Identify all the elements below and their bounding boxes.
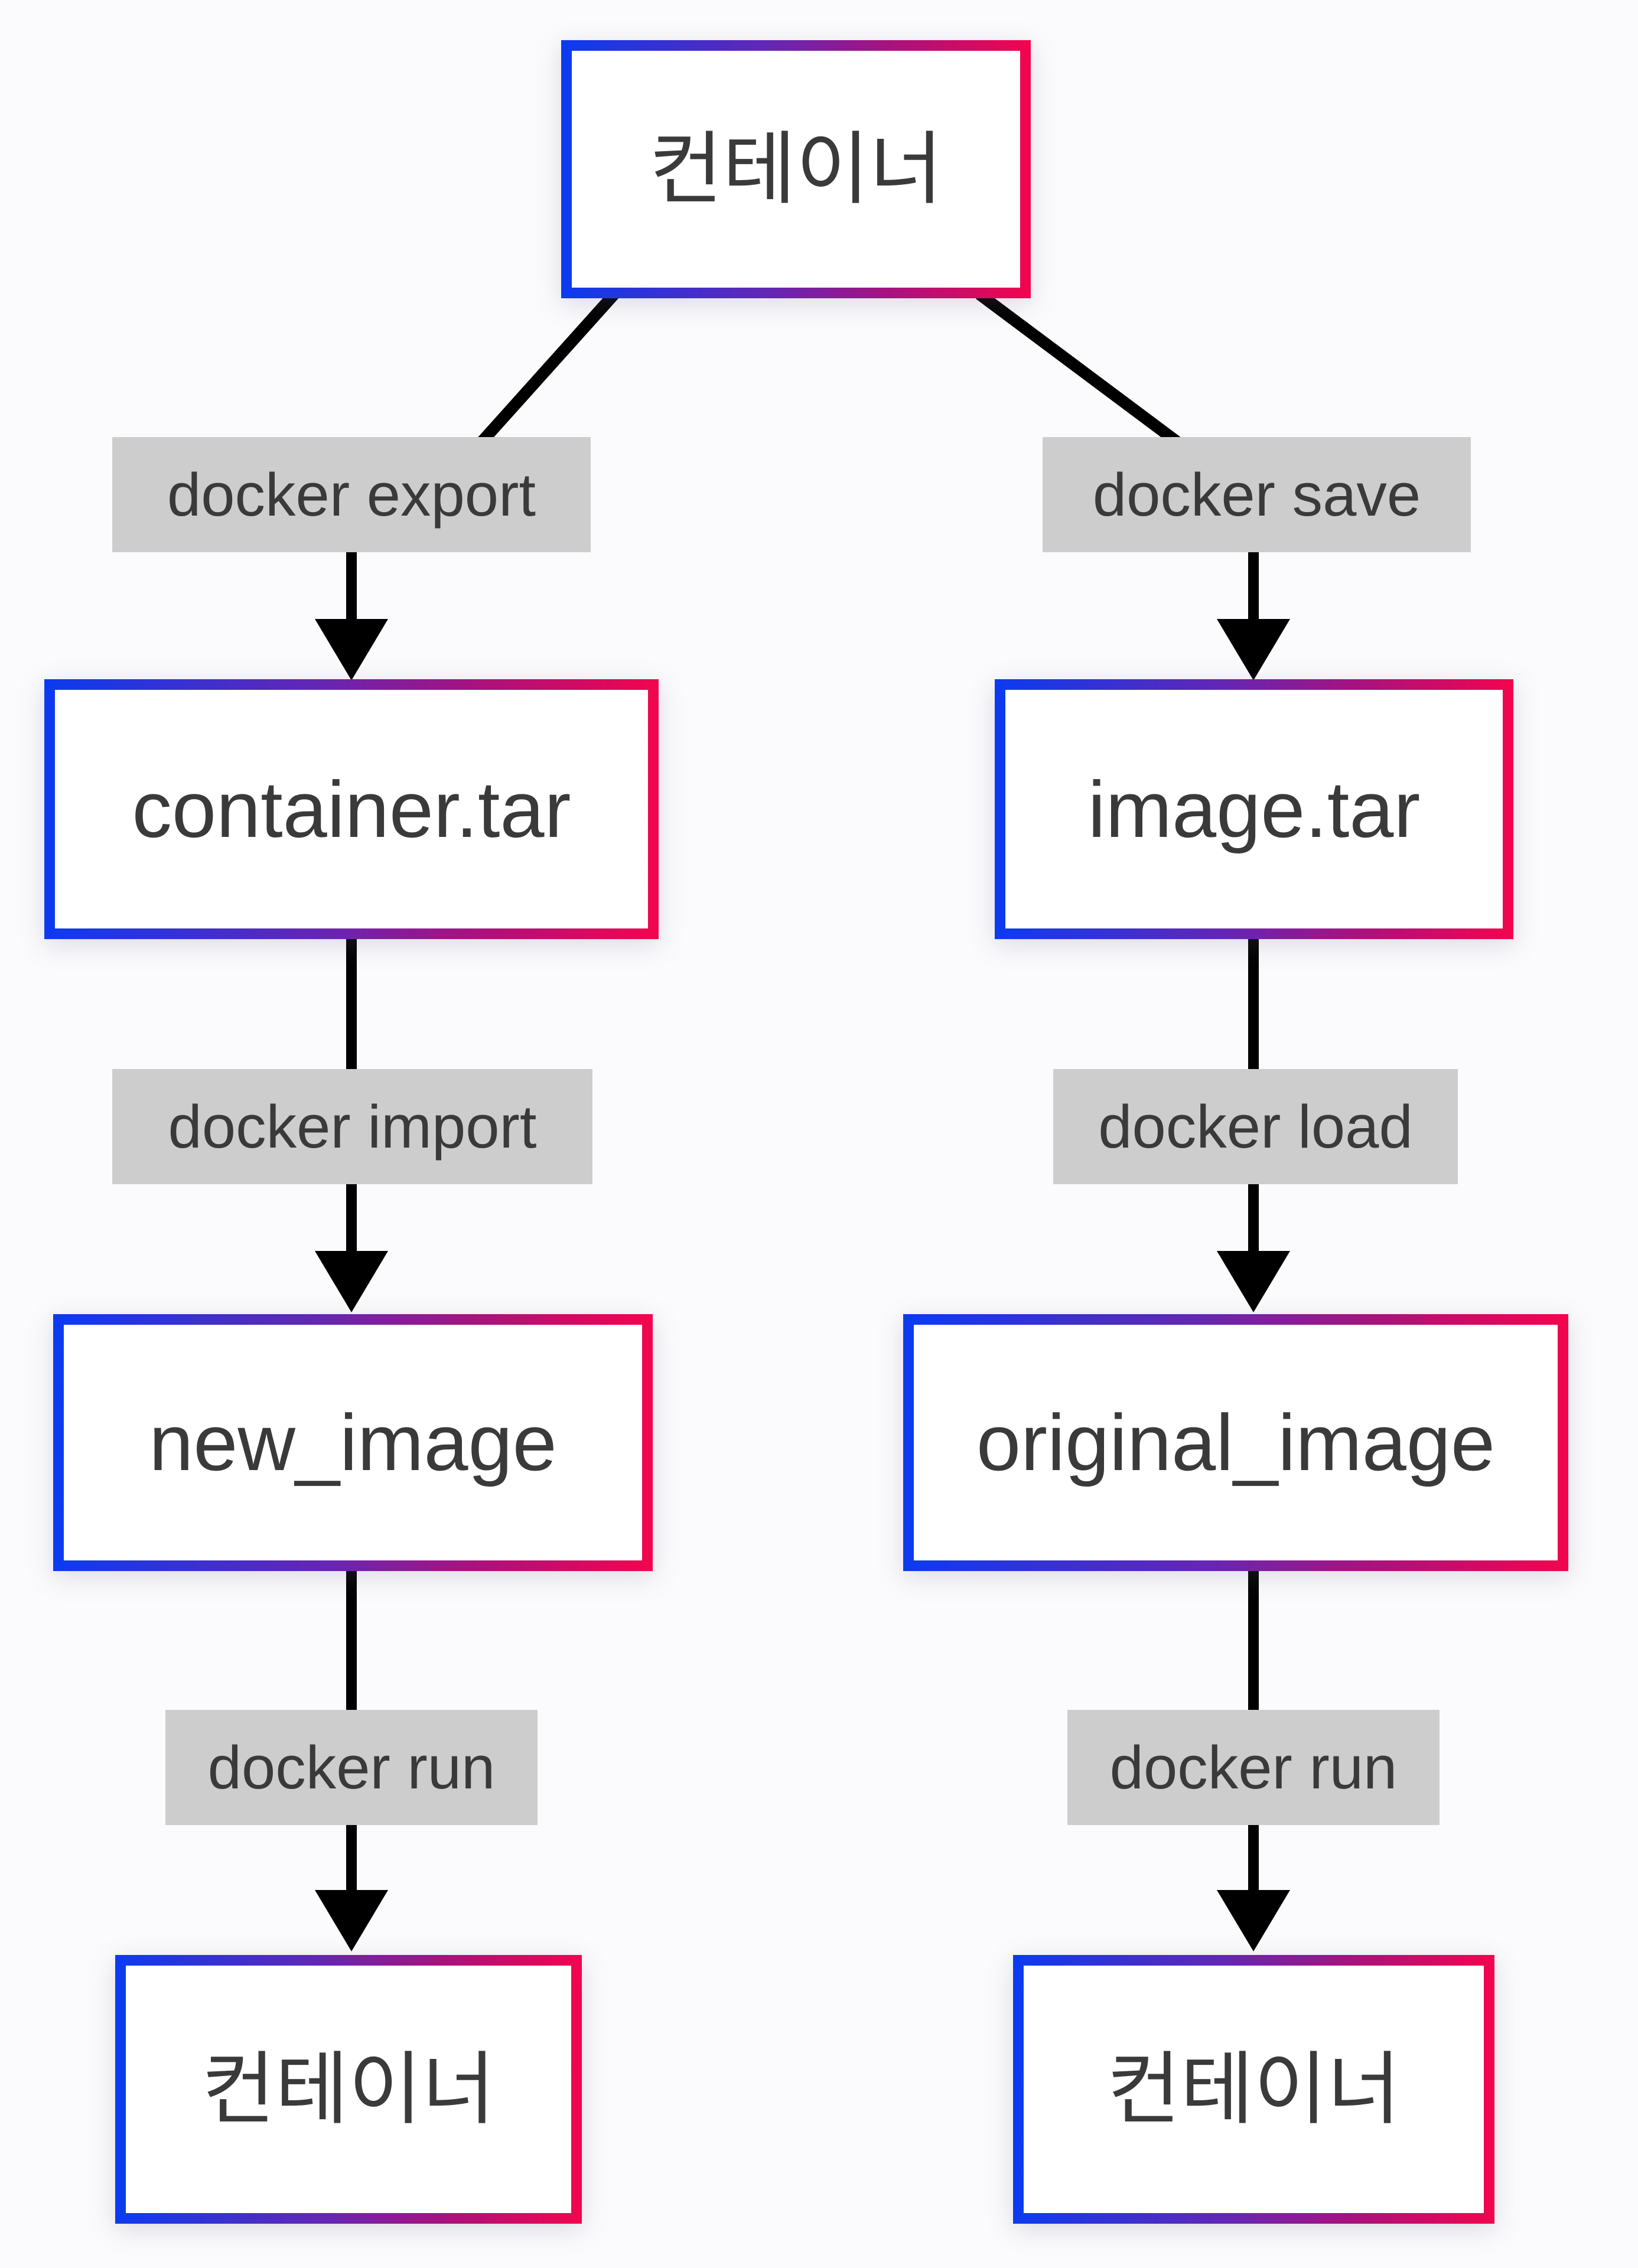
edge-save-to-imagetar-arrowhead — [1217, 619, 1290, 680]
node-image-tar-label: image.tar — [1087, 764, 1421, 854]
node-original-image: original_image — [903, 1314, 1568, 1571]
edge-export-to-containertar-arrowhead — [315, 619, 388, 680]
node-original-image-body: original_image — [914, 1325, 1558, 1560]
node-container-tar: container.tar — [44, 679, 659, 939]
node-container-bottom-left-body: 컨테이너 — [126, 1966, 571, 2213]
node-container-root-label: 컨테이너 — [649, 125, 943, 214]
node-container-root: 컨테이너 — [561, 40, 1031, 298]
node-container-bottom-right-body: 컨테이너 — [1024, 1966, 1484, 2213]
edge-label-docker-export: docker export — [112, 437, 591, 552]
edge-load-to-originalimage-arrowhead — [1217, 1251, 1290, 1312]
node-image-tar: image.tar — [995, 679, 1513, 939]
node-new-image: new_image — [53, 1314, 653, 1571]
node-container-bottom-right: 컨테이너 — [1013, 1955, 1494, 2224]
node-container-bottom-right-label: 컨테이너 — [1107, 2045, 1401, 2134]
edge-label-docker-import: docker import — [112, 1069, 592, 1184]
edge-label-docker-run-right: docker run — [1067, 1710, 1440, 1825]
edge-label-docker-load: docker load — [1053, 1069, 1458, 1184]
node-image-tar-body: image.tar — [1005, 690, 1503, 928]
edge-import-to-newimage-arrowhead — [315, 1251, 388, 1312]
node-container-tar-label: container.tar — [132, 764, 571, 854]
edge-run-to-container-right-arrowhead — [1217, 1890, 1290, 1951]
node-original-image-label: original_image — [976, 1398, 1496, 1487]
node-container-bottom-left: 컨테이너 — [115, 1955, 582, 2224]
node-container-root-body: 컨테이너 — [572, 51, 1020, 288]
node-new-image-label: new_image — [149, 1398, 557, 1487]
edge-label-docker-run-left: docker run — [165, 1710, 538, 1825]
edge-run-to-container-left-arrowhead — [315, 1890, 388, 1951]
edge-root-to-export-line — [475, 290, 619, 448]
edge-root-to-save-line — [976, 289, 1184, 449]
node-new-image-body: new_image — [64, 1325, 642, 1560]
edge-label-docker-save: docker save — [1043, 437, 1471, 552]
node-container-bottom-left-label: 컨테이너 — [201, 2045, 496, 2134]
node-container-tar-body: container.tar — [55, 690, 648, 928]
